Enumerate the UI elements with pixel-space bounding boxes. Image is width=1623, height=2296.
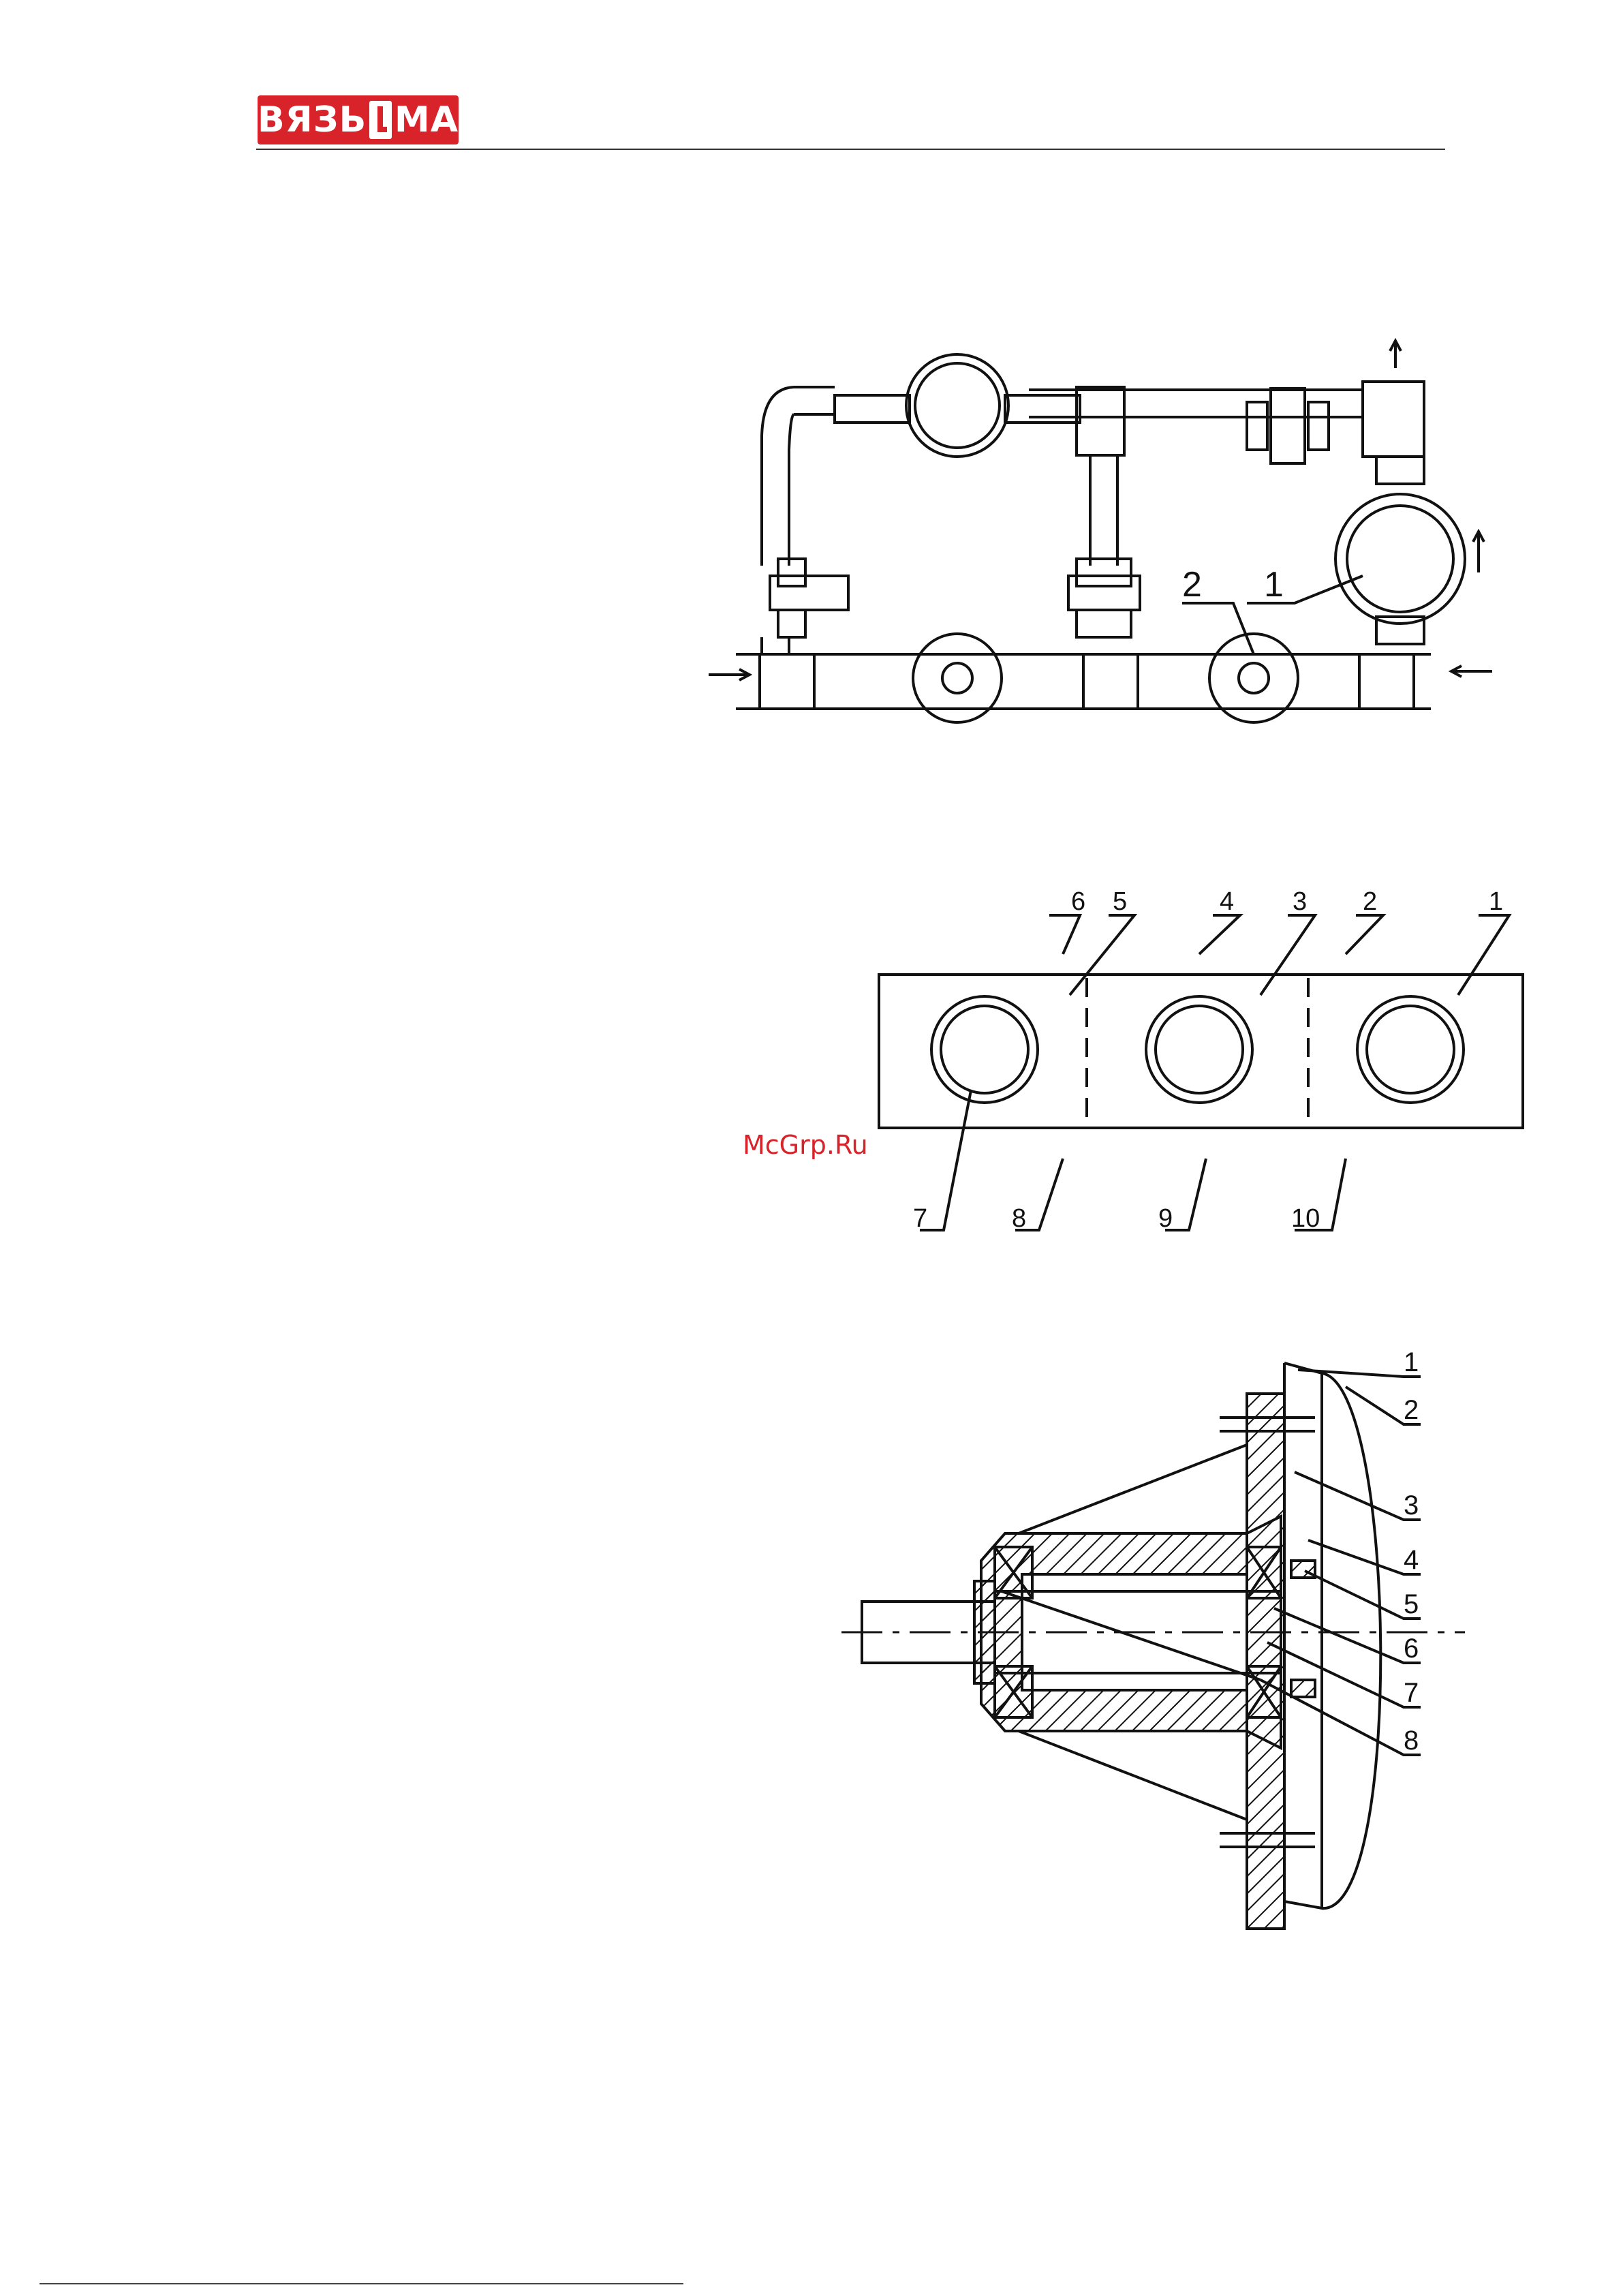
watermark-text: McGrp.Ru: [743, 1130, 868, 1160]
footer-divider: [40, 2283, 683, 2284]
fig3-label-7: 7: [1404, 1678, 1419, 1708]
fig3-label-1: 1: [1404, 1347, 1419, 1377]
fig3-label-5: 5: [1404, 1589, 1419, 1619]
fig3-label-6: 6: [1404, 1634, 1419, 1664]
fig3-label-4: 4: [1404, 1545, 1419, 1575]
fig3-label-8: 8: [1404, 1726, 1419, 1756]
fig3-label-2: 2: [1404, 1395, 1419, 1425]
fig3-label-3: 3: [1404, 1490, 1419, 1520]
